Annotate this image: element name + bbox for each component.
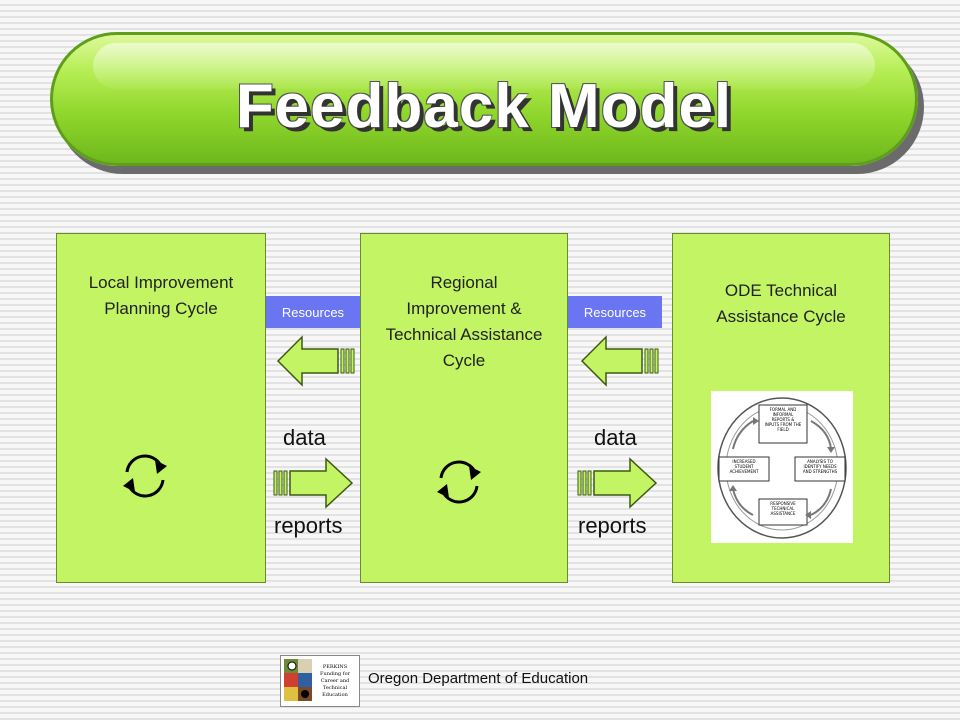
resources-label: Resources: [568, 296, 662, 328]
right-arrow-icon: [577, 457, 658, 509]
right-arrow-icon: [273, 457, 354, 509]
footer-text: Oregon Department of Education: [368, 670, 589, 687]
ode-node-reports: [758, 404, 808, 444]
ode-node-analysis: [794, 456, 846, 482]
local-cycle-box: Local Improvement Planning Cycle: [56, 233, 266, 583]
ode-node-assistance: [758, 498, 808, 526]
local-cycle-label: Local Improvement Planning Cycle: [88, 273, 234, 318]
ode-cycle-label: ODE Technical Assistance Cycle: [716, 281, 846, 326]
reports-label: reports: [274, 513, 343, 538]
ode-node-achievement: [718, 456, 770, 482]
regional-cycle-box: Regional Improvement & Technical Assista…: [360, 233, 568, 583]
cycle-arrows-icon: [123, 454, 167, 498]
cycle-arrows-icon: [437, 460, 481, 504]
page-title: Feedback Model: [235, 72, 733, 141]
data-label: data: [594, 425, 637, 450]
title-banner: Feedback Model: [50, 32, 918, 166]
resources-label: Resources: [266, 296, 360, 328]
regional-cycle-label: Regional Improvement & Technical Assista…: [385, 273, 543, 370]
title-gloss: [93, 43, 875, 89]
data-label: data: [283, 425, 326, 450]
left-arrow-icon: [580, 335, 659, 387]
reports-label: reports: [578, 513, 647, 538]
left-arrow-icon: [276, 335, 355, 387]
